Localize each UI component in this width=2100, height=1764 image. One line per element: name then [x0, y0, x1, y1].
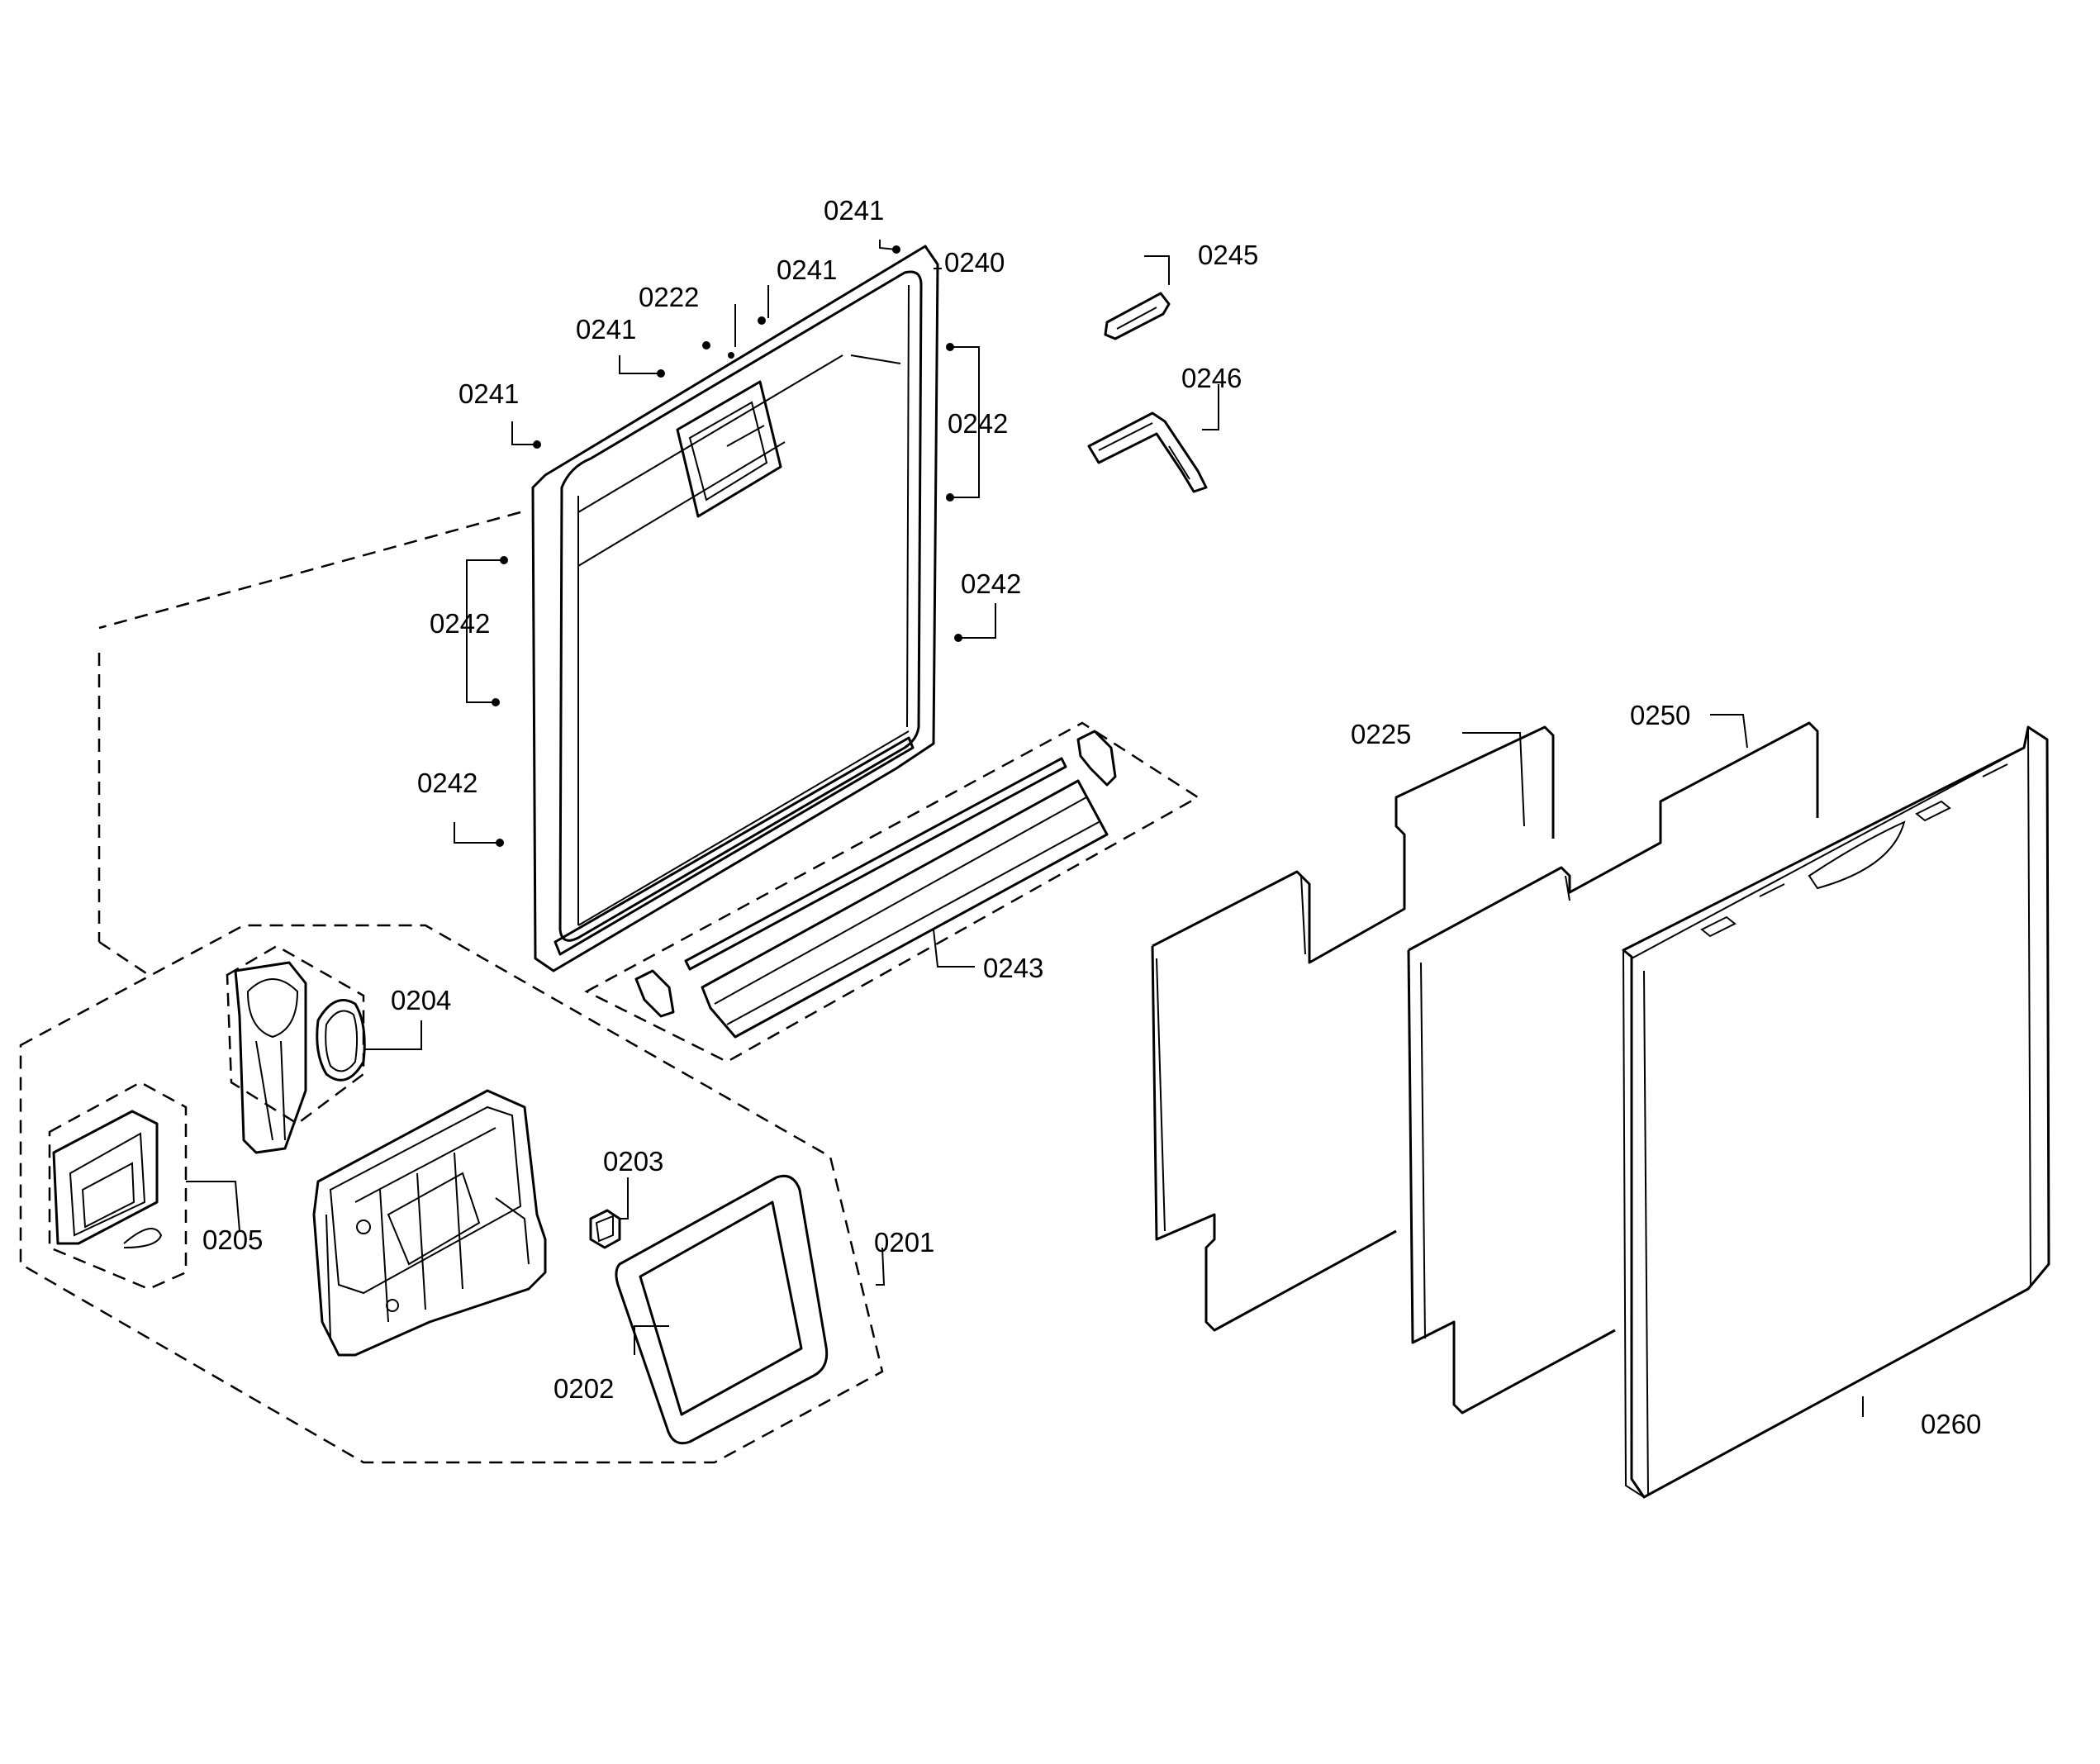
label-0201: 0201 — [874, 1227, 934, 1258]
label-0240: 0240 — [944, 247, 1005, 278]
interface-module-group — [48, 1081, 188, 1291]
label-0203: 0203 — [603, 1146, 663, 1177]
label-0260: 0260 — [1921, 1409, 1981, 1439]
label-0246: 0246 — [1181, 363, 1242, 393]
window-frame-0202 — [615, 1174, 829, 1445]
label-0225: 0225 — [1351, 719, 1411, 749]
label-0245: 0245 — [1198, 240, 1258, 270]
label-0205: 0205 — [202, 1224, 263, 1255]
label-0241-mid: 0241 — [576, 314, 636, 345]
trim-strip-group — [584, 721, 1200, 1063]
control-panel-group — [19, 924, 884, 1464]
insulation-panel-0225 — [1151, 725, 1555, 1332]
projection-lines — [97, 511, 521, 977]
hinge-bracket-0246 — [1087, 411, 1208, 493]
part-labels: 0241 0240 0241 0222 0241 0241 0245 0246 … — [202, 195, 1981, 1439]
label-0242-right-lower: 0242 — [961, 568, 1021, 599]
label-0241-top: 0241 — [824, 195, 884, 226]
label-0250: 0250 — [1630, 700, 1690, 730]
label-0204: 0204 — [391, 985, 451, 1015]
label-0242-left-upper: 0242 — [430, 608, 490, 639]
label-0242-right-upper: 0242 — [948, 408, 1008, 439]
inner-door-frame — [531, 245, 939, 972]
vent-assembly-group — [226, 944, 366, 1154]
label-0202: 0202 — [554, 1373, 614, 1404]
bracket-0245 — [1104, 292, 1171, 340]
label-0222: 0222 — [639, 282, 699, 312]
panel-0250 — [1407, 721, 1819, 1415]
label-0241-upper: 0241 — [777, 254, 837, 285]
label-0241-left: 0241 — [458, 378, 519, 409]
outer-door-panel-0260 — [1622, 725, 2050, 1499]
clip-0203 — [589, 1209, 621, 1249]
label-0242-left-lower: 0242 — [417, 768, 477, 798]
label-0243: 0243 — [983, 953, 1043, 983]
leader-lines — [186, 240, 1864, 1417]
control-module — [312, 1089, 547, 1357]
